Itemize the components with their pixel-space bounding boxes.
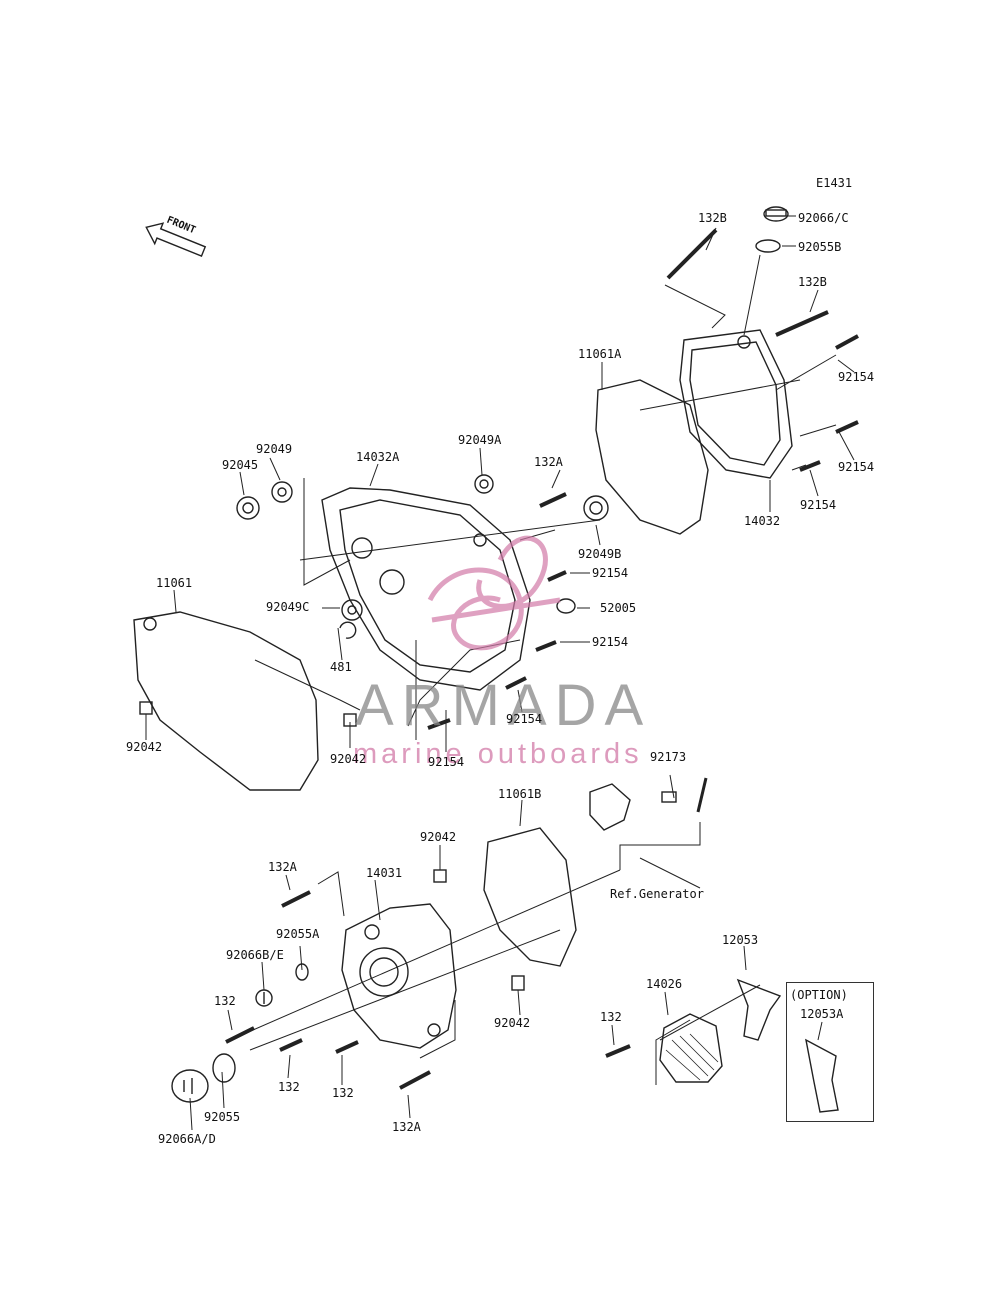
part-label: 92154 [800,498,837,512]
part-label: 92042 [330,752,367,766]
part-label: 132A [268,860,297,874]
oring-92055a [295,963,309,981]
part-label: 52005 [600,601,637,615]
part-label: 12053 [722,933,759,947]
bolt-132a-left [281,890,311,908]
part-label: 132 [600,1010,622,1024]
cover-14026 [659,1013,723,1083]
guard-12053a [805,1038,839,1113]
collar-52005 [556,598,576,614]
oring-92055b [755,239,781,253]
dowel-92042-mid [343,713,357,727]
part-label: 92049 [256,442,293,456]
part-label: 132B [698,211,727,225]
part-label: 92042 [126,740,163,754]
part-label: 92055B [798,240,842,254]
gasket-11061a [595,379,709,535]
circlip-481 [339,621,357,639]
watermark-brand: ARMADA [355,673,652,738]
part-label: 132 [278,1080,300,1094]
bolt-132b-upper [666,228,718,280]
guard-12053 [736,978,782,1041]
bolt-132b-right [775,310,829,337]
part-label: 11061B [498,787,542,801]
part-label: 132 [214,994,236,1008]
seal-92049 [271,481,293,503]
part-label: 132A [534,455,563,469]
ref-generator-note: Ref.Generator [610,887,704,901]
part-label: 92055A [276,927,320,941]
part-label: 132 [332,1086,354,1100]
bolt-132a-low [399,1070,431,1090]
bolt-132-lowmid [335,1040,359,1054]
bolt-92154-b [835,420,859,434]
bolt-132-mid [279,1038,303,1052]
dowel-92042-lower [511,975,525,991]
part-label: 92042 [420,830,457,844]
part-label: 92173 [650,750,687,764]
cover-14032 [679,329,793,479]
part-label: 92042 [494,1016,531,1030]
option-label: (OPTION) [790,988,848,1002]
cap-92066ad [171,1069,209,1103]
part-label: 92066A/D [158,1132,216,1146]
leader-lines [145,215,855,1131]
diagram-code: E1431 [816,176,853,190]
part-label: 14026 [646,977,683,991]
bolt-92154-a [835,334,859,350]
part-label: 92066/C [798,211,849,225]
part-label: 92066B/E [226,948,284,962]
part-label: 92154 [592,566,629,580]
part-label: 11061 [156,576,193,590]
part-label: 92049C [266,600,310,614]
part-label: 11061A [578,347,622,361]
gasket-11061b [483,827,577,967]
bracket-92173 [589,777,708,831]
bolt-92154-f [505,676,527,690]
option-box [786,982,874,1122]
part-label: 92049A [458,433,502,447]
cap-92066be [255,989,273,1007]
bolt-92154-g [427,718,451,730]
cover-14032a [321,487,531,691]
part-label: 14031 [366,866,403,880]
seal-92049a [474,474,494,494]
part-label: 132A [392,1120,421,1134]
watermark-tagline: marine outboards [353,738,643,770]
seal-92049c [341,599,363,621]
part-label: 92045 [222,458,259,472]
part-label: 14032A [356,450,400,464]
seal-92049b [583,495,609,521]
oring-92055 [212,1053,236,1083]
bolt-132-right [605,1044,631,1058]
part-label: 92055 [204,1110,241,1124]
part-label: 92154 [838,370,875,384]
part-label: 92154 [838,460,875,474]
dowel-92042-center [433,869,447,883]
part-label: 92049B [578,547,622,561]
watermark-logo-icon [427,535,561,651]
part-label: 481 [330,660,352,674]
part-label: 14032 [744,514,781,528]
gasket-11061 [133,611,319,791]
bolt-92154-d [547,570,567,582]
bolt-132-left [225,1026,255,1044]
part-label: 12053A [800,1007,844,1021]
cover-14031 [341,903,457,1049]
front-arrow-icon [145,222,207,257]
bolt-92154-e [535,640,557,652]
bolt-92154-c [799,460,821,472]
cap-92066c [763,206,789,222]
dowel-92042-left [139,701,153,715]
bolt-132a-upper [539,492,567,508]
part-label: 92154 [506,712,543,726]
bearing-92045 [236,496,260,520]
part-label: 92154 [428,755,465,769]
part-label: 92154 [592,635,629,649]
part-label: 132B [798,275,827,289]
